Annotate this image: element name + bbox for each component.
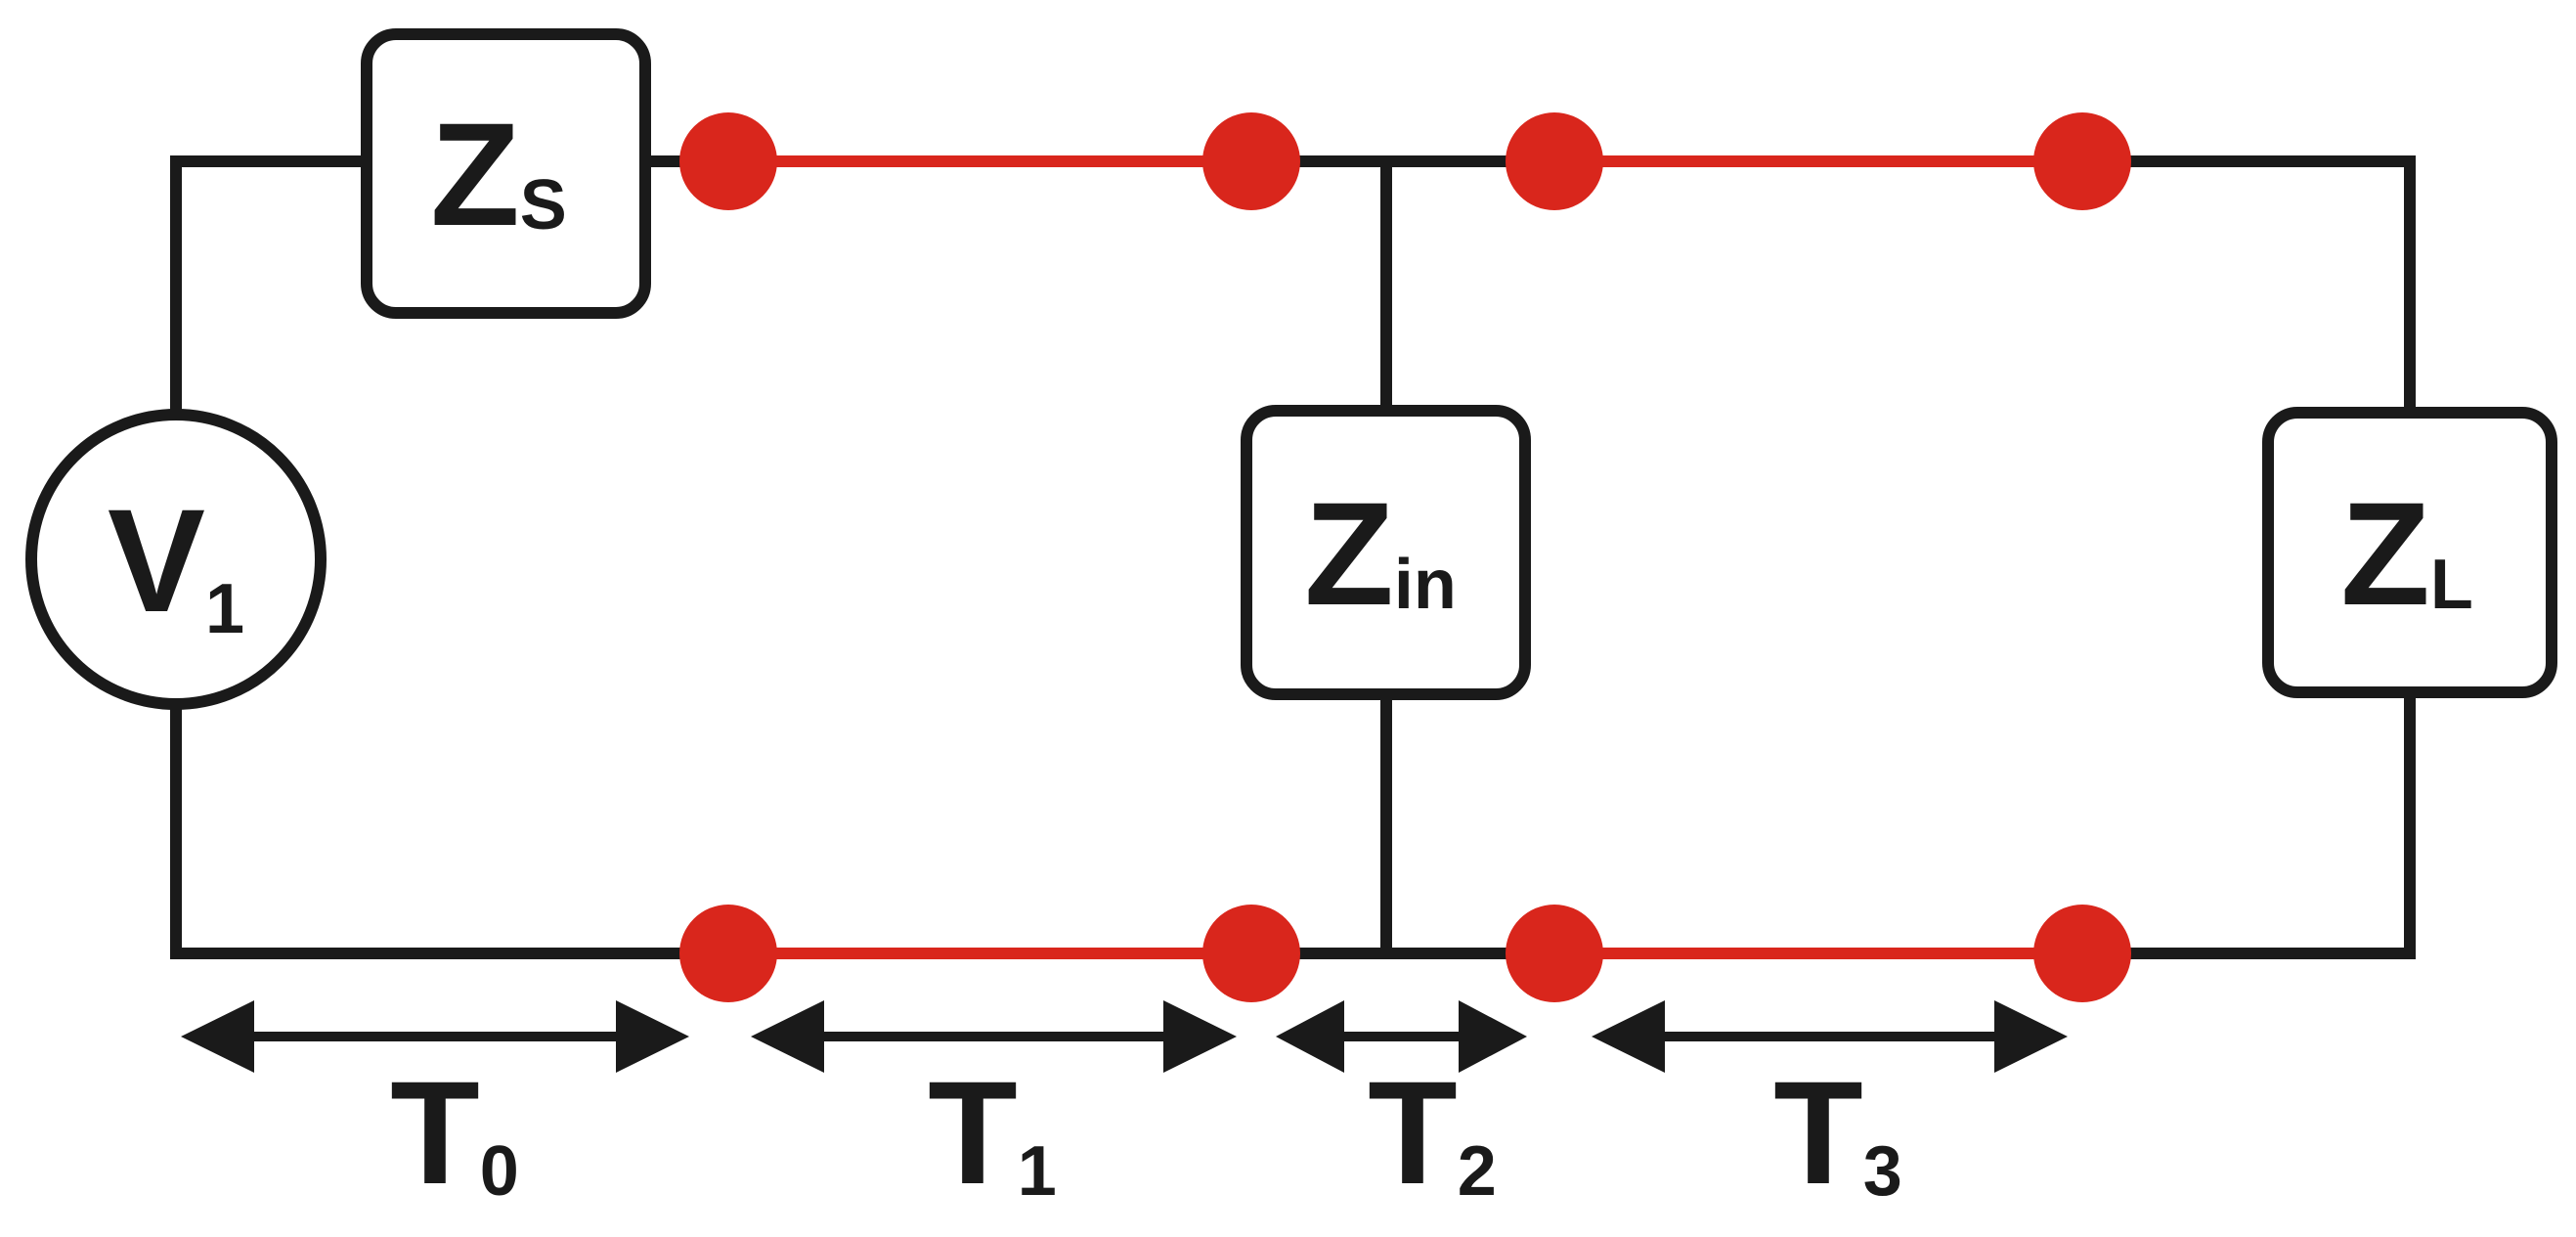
zl-box: [2262, 407, 2557, 698]
zin-box: [1241, 405, 1531, 700]
zs-label: ZS: [430, 92, 567, 256]
zin-label: Zin: [1304, 471, 1457, 636]
impedance-zs: ZS: [361, 28, 651, 319]
node-t3-bottom-right: [2033, 905, 2131, 1002]
impedance-zl: ZL: [2262, 407, 2557, 698]
node-t1-top-right: [1202, 112, 1300, 210]
node-t1-top-left: [679, 112, 777, 210]
arrow-t1: [751, 1000, 1237, 1073]
node-t3-top-left: [1506, 112, 1603, 210]
zl-label: ZL: [2340, 471, 2473, 636]
segment-arrows: [181, 1000, 2068, 1073]
segment-labels: T0 T1 T2 T3: [390, 1050, 1902, 1215]
voltage-source: V1: [25, 409, 327, 710]
label-t3: T3: [1773, 1050, 1902, 1215]
label-t2: T2: [1368, 1050, 1497, 1215]
node-t1-bottom-left: [679, 905, 777, 1002]
nodes: [679, 112, 2131, 1002]
wire-right: [2076, 155, 2416, 959]
transmission-lines: [728, 155, 2082, 959]
node-t3-top-right: [2033, 112, 2131, 210]
arrow-t0: [181, 1000, 689, 1073]
arrow-t3: [1592, 1000, 2068, 1073]
source-label: V1: [108, 478, 244, 648]
wire-left-bottom: [170, 703, 734, 959]
arrow-t2: [1276, 1000, 1527, 1073]
source-circle: [25, 409, 327, 710]
zs-box: [361, 28, 651, 319]
impedance-zin: Zin: [1241, 405, 1531, 700]
label-t0: T0: [390, 1050, 519, 1215]
wires: [170, 155, 2416, 959]
node-t1-bottom-right: [1202, 905, 1300, 1002]
label-t1: T1: [928, 1050, 1057, 1215]
wire-left-top: [170, 155, 372, 415]
node-t3-bottom-left: [1506, 905, 1603, 1002]
